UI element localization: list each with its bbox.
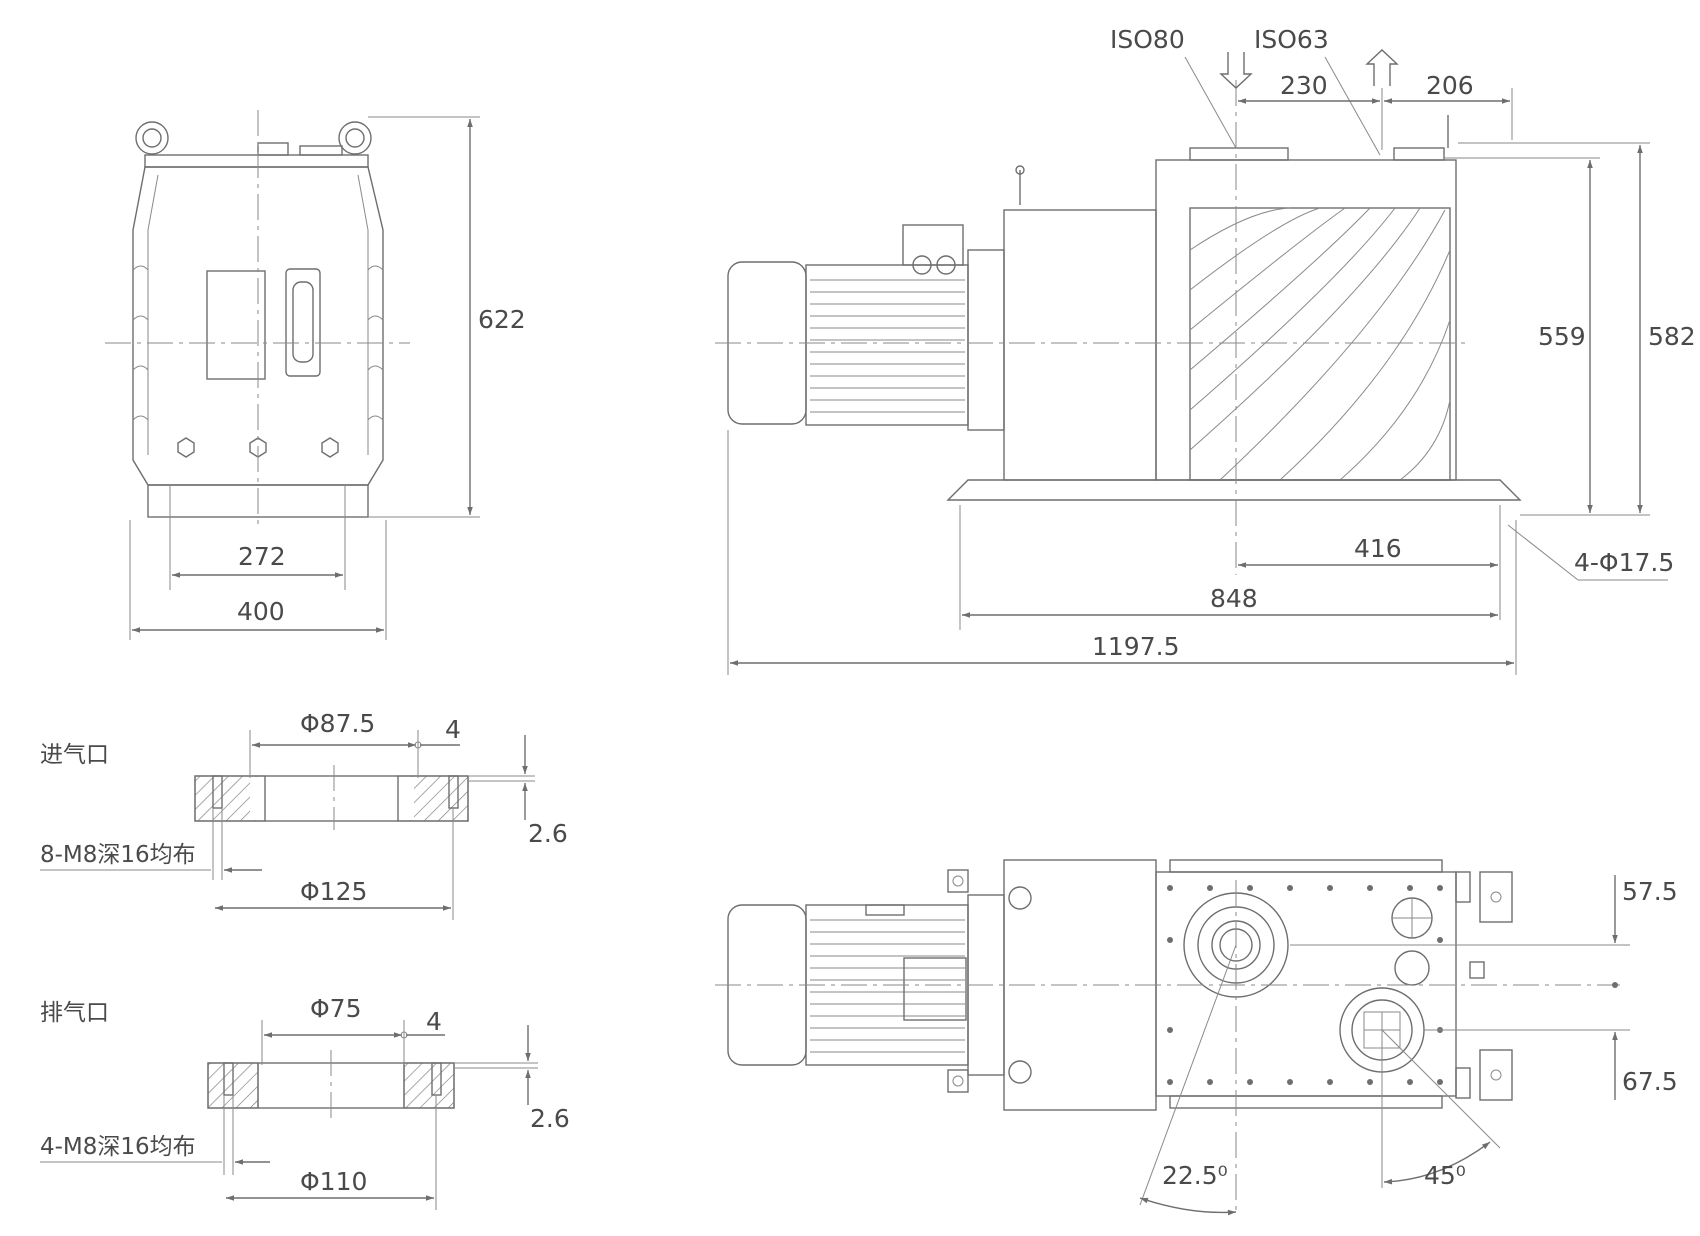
dim-206-label: 206: [1426, 71, 1474, 100]
outlet-diameter-label: Φ75: [310, 994, 362, 1023]
top-view: 57.5 67.5 22.5⁰ 45⁰: [715, 859, 1678, 1216]
offset-bottom-label: 67.5: [1622, 1067, 1678, 1096]
outlet-flange-section: 排气口 Φ75 4 2.6 4-M8深16均布 Φ110: [40, 994, 570, 1210]
inlet-flange-section: 进气口 Φ87.5 4 2.6 8-M8深16均布 Φ125: [40, 709, 568, 920]
inlet-depth-label: 2.6: [528, 819, 568, 848]
inlet-port-flange: [1189, 147, 1289, 161]
dim-848-label: 848: [1210, 584, 1258, 613]
oil-sight-glass: [285, 268, 321, 377]
front-view: 622 272 400: [105, 110, 526, 640]
inlet-step-label: 4: [445, 715, 461, 744]
dim-inner-width-label: 272: [238, 542, 286, 571]
dim-height-label: 622: [478, 305, 526, 334]
base-plate: [946, 479, 1522, 501]
angle-inlet-label: 22.5⁰: [1162, 1161, 1228, 1190]
inlet-flange-title: 进气口: [40, 742, 109, 768]
terminal-box-top: [903, 957, 967, 1021]
lifting-eye-right: [338, 121, 372, 155]
outlet-port-flange: [1393, 147, 1445, 161]
dim-416-label: 416: [1354, 534, 1402, 563]
offset-top-label: 57.5: [1622, 877, 1678, 906]
lifting-eye-left: [135, 121, 169, 155]
bearing-bracket: [1003, 209, 1157, 481]
outlet-flow-arrow: [1365, 49, 1399, 86]
nameplate: [206, 270, 266, 380]
outlet-flange-title: 排气口: [40, 1000, 109, 1026]
side-port-middle: [1394, 950, 1430, 986]
dim-230-label: 230: [1280, 71, 1328, 100]
holes-label: 4-Φ17.5: [1574, 548, 1674, 577]
outlet-threads-label: 4-M8深16均布: [40, 1134, 196, 1160]
inlet-flange-outline: [194, 775, 469, 822]
drain-plug-right: [321, 437, 339, 458]
terminal-box: [902, 224, 964, 266]
angle-arc-outlet: [1383, 1141, 1491, 1185]
outlet-bolt-circle-label: Φ110: [300, 1167, 367, 1196]
inlet-bolt-circle-label: Φ125: [300, 877, 367, 906]
dim-559-label: 559: [1538, 322, 1586, 351]
side-view: ISO80 ISO63 230 206 559 582 416 4-Φ17.5 …: [715, 25, 1696, 675]
outlet-iso-label: ISO63: [1254, 25, 1329, 54]
inlet-iso-label: ISO80: [1110, 25, 1185, 54]
outlet-step-label: 4: [426, 1007, 442, 1036]
dim-582-label: 582: [1648, 322, 1696, 351]
cooling-fins: [1189, 207, 1451, 481]
inlet-threads-label: 8-M8深16均布: [40, 842, 196, 868]
inlet-diameter-label: Φ87.5: [300, 709, 375, 738]
inlet-flow-arrow: [1219, 52, 1253, 89]
angle-arc-inlet: [1139, 1197, 1237, 1216]
angle-outlet-label: 45⁰: [1424, 1161, 1466, 1190]
dim-outer-width-label: 400: [237, 597, 285, 626]
outlet-depth-label: 2.6: [530, 1104, 570, 1133]
total-length-label: 1197.5: [1092, 632, 1179, 661]
coupling-housing: [967, 249, 1005, 431]
drain-plug-left: [177, 437, 195, 458]
motor-body: [805, 264, 969, 426]
